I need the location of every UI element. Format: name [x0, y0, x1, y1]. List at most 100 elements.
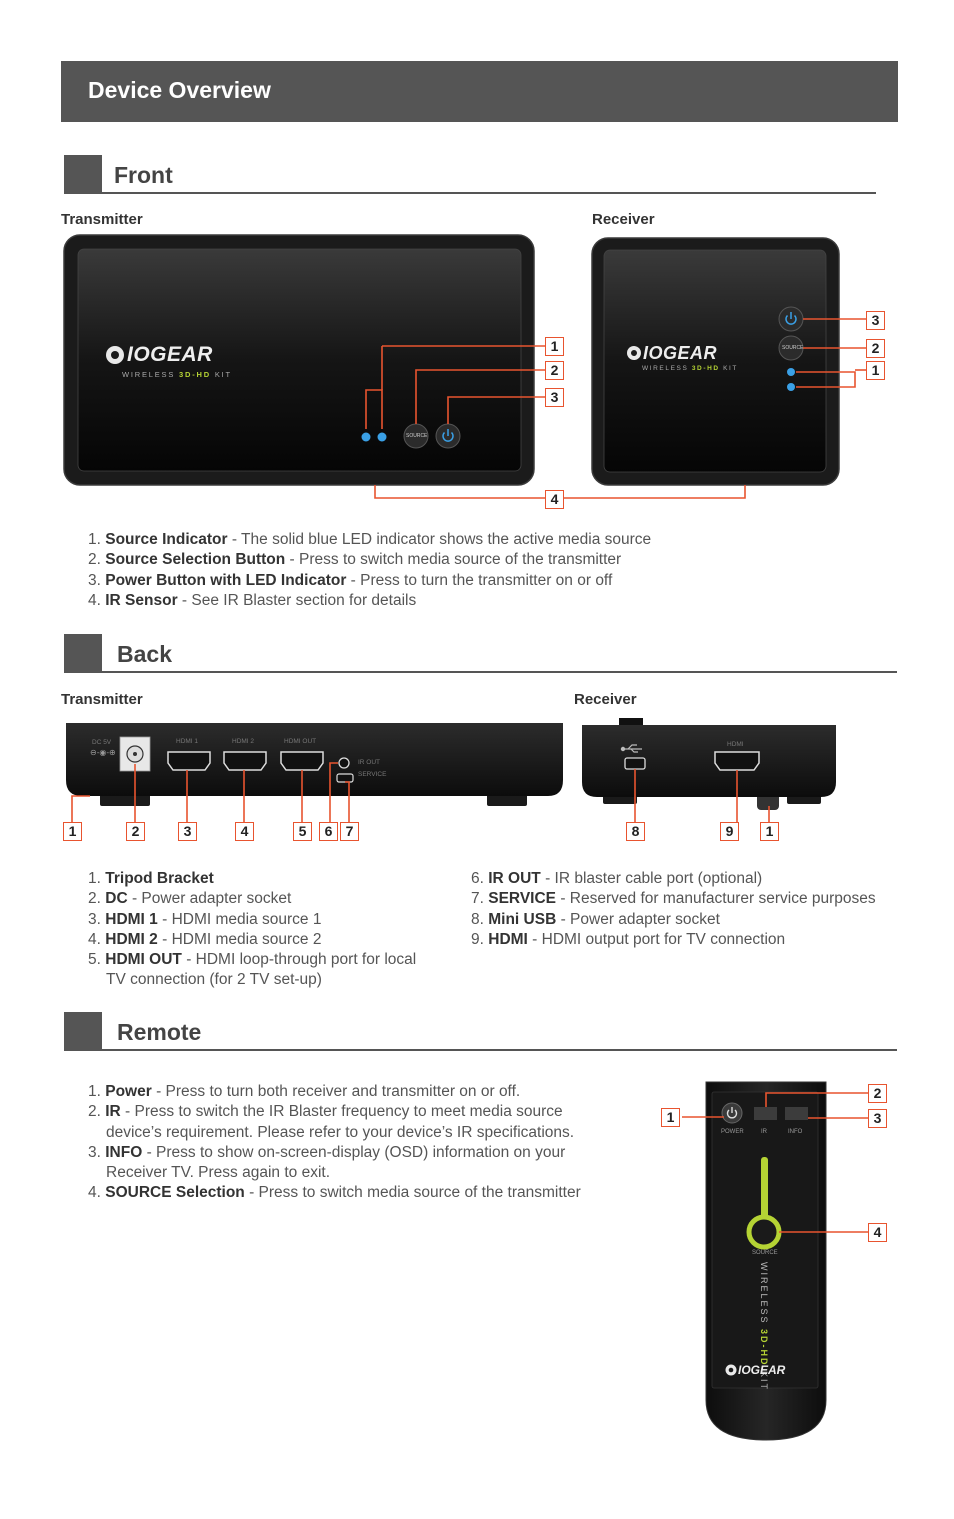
remote-brand-logo: IOGEAR [738, 1363, 786, 1377]
front-receiver-device [591, 237, 840, 486]
hdmi-out-port-label: HDMI OUT [284, 738, 317, 745]
list-item: 6. IR OUT - IR blaster cable port (optio… [471, 870, 763, 887]
transmitter-source-label: SOURCE [406, 433, 428, 439]
remote-source-button[interactable] [746, 1214, 782, 1250]
back-transmitter-device [66, 723, 563, 806]
remote-feature-list: 1. Power - Press to turn both receiver a… [88, 1082, 581, 1204]
hdmi-port-icon [714, 751, 760, 771]
receiver-brand-logo: IOGEAR [643, 343, 718, 363]
receiver-source-led-2 [787, 383, 795, 391]
list-item: 1. Source Indicator - The solid blue LED… [88, 531, 652, 548]
back-callout-8: 8 [626, 822, 645, 841]
front-section-title: Front [114, 162, 173, 188]
front-section-rule [64, 192, 876, 194]
front-receiver-callout-2: 2 [866, 339, 885, 358]
ir-out-port-label: IR OUT [358, 759, 381, 766]
mini-usb-port [624, 757, 646, 770]
remote-callout-4: 4 [868, 1223, 887, 1242]
front-callout-2: 2 [545, 361, 564, 380]
transmitter-brand-logo: IOGEAR [127, 343, 213, 366]
transmitter-product-name: WIRELESS 3D-HD KIT [122, 370, 232, 379]
list-item-continuation: Receiver TV. Press again to exit. [106, 1164, 331, 1182]
back-section-marker [64, 634, 102, 672]
back-callout-7: 7 [340, 822, 359, 841]
service-port-label: SERVICE [358, 771, 387, 778]
remote-product-name: WIRELESS 3D-HD KIT [759, 1262, 769, 1392]
receiver-source-led-1 [787, 368, 795, 376]
list-item: 5. HDMI OUT - HDMI loop-through port for… [88, 951, 417, 969]
front-callout-1: 1 [545, 337, 564, 356]
receiver-product-name: WIRELESS 3D-HD KIT [642, 365, 739, 372]
back-section-rule [64, 671, 897, 673]
front-callout-lines [365, 318, 866, 499]
list-item: 3. HDMI 1 - HDMI media source 1 [88, 910, 322, 928]
back-callout-2: 2 [126, 822, 145, 841]
list-item: 3. Power Button with LED Indicator - Pre… [88, 571, 613, 589]
receiver-source-label: SOURCE [782, 345, 804, 351]
transmitter-source-led-1 [361, 432, 371, 442]
back-feature-list-right: 6. IR OUT - IR blaster cable port (optio… [471, 869, 876, 950]
back-receiver-label: Receiver [574, 691, 637, 708]
list-item: 4. IR Sensor - See IR Blaster section fo… [88, 591, 417, 609]
receiver-hdmi-port-label: HDMI [727, 741, 744, 748]
transmitter-source-led-2 [377, 432, 387, 442]
list-item: 9. HDMI - HDMI output port for TV connec… [471, 930, 786, 948]
front-feature-list: 1. Source Indicator - The solid blue LED… [88, 530, 651, 611]
remote-source-slider-track [761, 1157, 768, 1227]
list-item: 7. SERVICE - Reserved for manufacturer s… [471, 890, 876, 908]
iogear-logo-icon [627, 346, 641, 360]
front-receiver-callout-3: 3 [866, 311, 885, 330]
iogear-logo-icon [106, 346, 124, 364]
remote-source-label: SOURCE [752, 1250, 778, 1256]
back-section-title: Back [117, 641, 172, 667]
power-icon [785, 312, 797, 325]
list-item: 4. SOURCE Selection - Press to switch me… [88, 1184, 581, 1202]
remote-section-rule [64, 1049, 897, 1051]
remote-section-title: Remote [117, 1019, 202, 1045]
list-item: 4. HDMI 2 - HDMI media source 2 [88, 930, 322, 948]
front-transmitter-device [63, 234, 535, 486]
back-callout-6: 6 [319, 822, 338, 841]
back-callout-5: 5 [293, 822, 312, 841]
list-item: 2. Source Selection Button - Press to sw… [88, 551, 622, 569]
front-transmitter-label: Transmitter [61, 211, 143, 228]
hdmi1-port-label: HDMI 1 [176, 738, 199, 745]
iogear-logo-icon [725, 1364, 737, 1376]
remote-ir-label: IR [761, 1129, 767, 1135]
remote-callout-1: 1 [661, 1108, 680, 1127]
back-feature-list-left: 1. Tripod Bracket 2. DC - Power adapter … [88, 869, 416, 991]
back-callout-3: 3 [178, 822, 197, 841]
polarity-icon: ⊖-◉-⊕ [90, 748, 116, 757]
remote-info-button[interactable] [785, 1107, 808, 1120]
remote-device [705, 1081, 827, 1441]
list-item: 3. INFO - Press to show on-screen-displa… [88, 1143, 566, 1161]
power-icon [442, 429, 454, 442]
back-callout-4: 4 [235, 822, 254, 841]
list-item: 1. Tripod Bracket [88, 870, 214, 887]
list-item: 2. IR - Press to switch the IR Blaster f… [88, 1103, 563, 1121]
back-callout-9: 9 [720, 822, 739, 841]
back-receiver-callout-1: 1 [760, 822, 779, 841]
remote-section-marker [64, 1012, 102, 1050]
back-callout-1: 1 [63, 822, 82, 841]
page-title: Device Overview [88, 77, 271, 103]
list-item: 2. DC - Power adapter socket [88, 890, 292, 908]
list-item-continuation: device’s requirement. Please refer to yo… [106, 1123, 575, 1141]
front-section-marker [64, 155, 102, 193]
dc-port-label: DC 5V [92, 739, 112, 746]
back-receiver-device [582, 718, 836, 810]
ir-out-port [338, 757, 350, 769]
remote-callout-2: 2 [868, 1084, 887, 1103]
remote-callout-lines [682, 1092, 868, 1233]
remote-info-label: INFO [788, 1129, 803, 1135]
page-banner: Device Overview [61, 61, 898, 122]
service-port [336, 773, 354, 783]
list-item: 8. Mini USB - Power adapter socket [471, 910, 720, 928]
remote-power-label: POWER [721, 1129, 744, 1135]
back-callout-lines [71, 762, 770, 822]
back-transmitter-label: Transmitter [61, 691, 143, 708]
front-callout-4: 4 [545, 490, 564, 509]
list-item-continuation: TV connection (for 2 TV set-up) [106, 971, 322, 989]
remote-ir-button[interactable] [754, 1107, 777, 1120]
usb-icon [620, 744, 642, 753]
